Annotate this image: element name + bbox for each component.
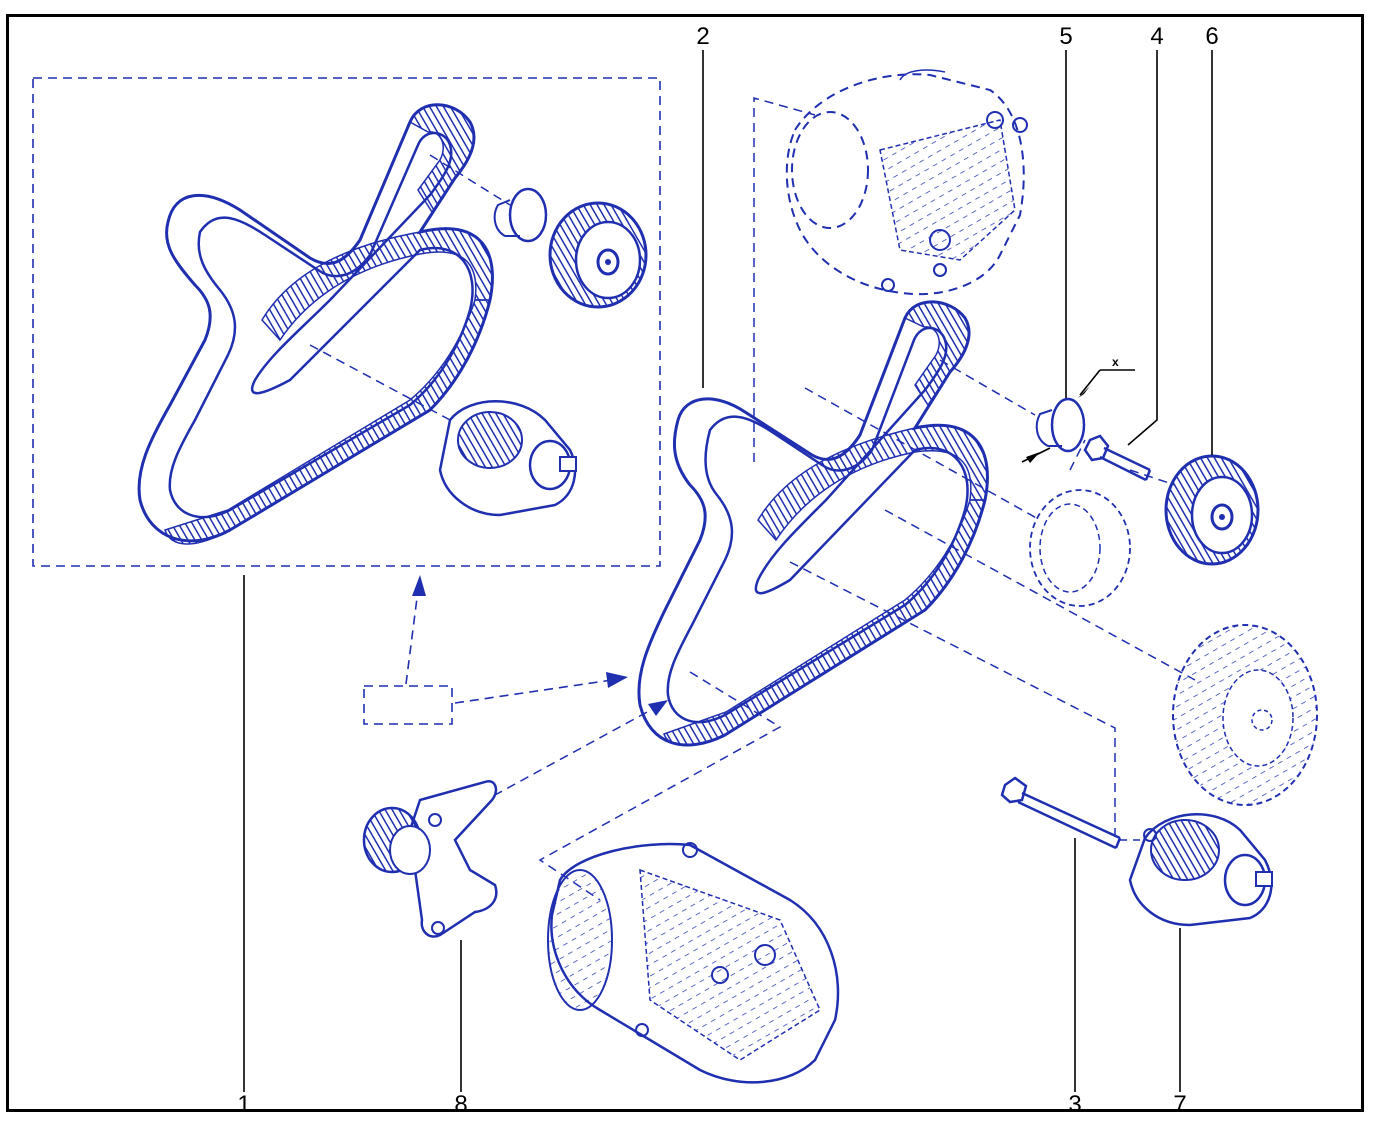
- inset-belt: [137, 103, 494, 545]
- callout-7: 7: [1173, 1091, 1186, 1118]
- callout-leaders: [243, 50, 1213, 1092]
- reference-group: [363, 575, 628, 725]
- inset-idler-pulley: [548, 201, 648, 309]
- callout-5: 5: [1059, 23, 1072, 50]
- alternator: [785, 69, 1028, 296]
- callout-8: 8: [454, 1091, 467, 1118]
- phantom-pulley: [1029, 489, 1131, 607]
- callout-3: 3: [1068, 1091, 1081, 1118]
- crankshaft-pulley: [1172, 624, 1318, 806]
- diagram-frame: [6, 14, 1364, 1112]
- callout-6: 6: [1205, 23, 1218, 50]
- long-bolt: [1000, 776, 1122, 850]
- tensioner: [1128, 813, 1273, 927]
- inset-spacer-cap: [493, 187, 548, 243]
- inset-dashed-box: [32, 77, 661, 567]
- main-belt: [637, 300, 989, 747]
- dimension-x-label: x: [1112, 355, 1119, 369]
- callout-4: 4: [1150, 23, 1163, 50]
- inset-tensioner: [438, 400, 577, 517]
- spacer-cap: [1035, 397, 1086, 453]
- callout-2: 2: [696, 23, 709, 50]
- idler-pulley: [1164, 454, 1260, 566]
- callouts: 1 2 3 4 5 6 7 8: [237, 23, 1218, 1118]
- inset-kit-group: [32, 77, 661, 567]
- ac-compressor: [547, 842, 840, 1084]
- callout-1: 1: [237, 1091, 250, 1118]
- dimension-x: x: [1021, 355, 1135, 463]
- main-guides: [494, 359, 1196, 901]
- tensioner-bracket: [362, 779, 498, 938]
- short-bolt: [1083, 434, 1152, 482]
- reference-dashed-box: [363, 685, 453, 725]
